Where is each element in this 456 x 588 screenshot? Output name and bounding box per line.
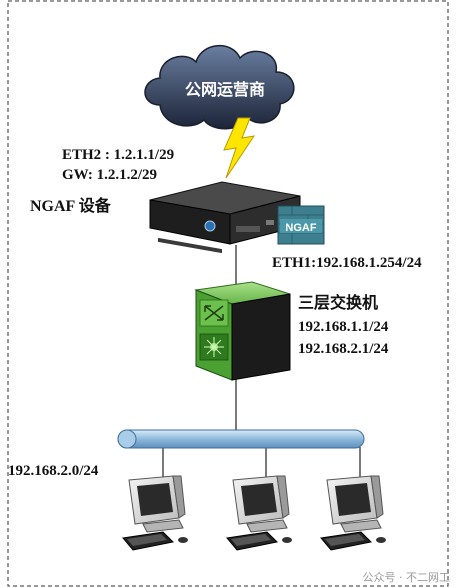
pc-3-icon (320, 475, 386, 551)
ngaf-badge-label: NGAF (285, 222, 317, 234)
lan-subnet-label: 192.168.2.0/24 (8, 463, 99, 479)
eth1-address-label: ETH1:192.168.1.254/24 (272, 255, 422, 271)
cloud-label: 公网运营商 (184, 80, 265, 99)
pc-1-icon (122, 475, 188, 551)
watermark: 公众号 · 不二网工 (362, 571, 451, 584)
gateway-address-label: GW: 1.2.1.2/29 (62, 167, 158, 183)
lightning-icon (223, 117, 256, 179)
l3-switch-label: 三层交换机 (298, 293, 379, 312)
ngaf-device-name: NGAF 设备 (30, 198, 111, 215)
pc-2-icon (226, 475, 292, 551)
ngaf-device-label: NGAF 设备 (30, 198, 111, 216)
lan-bus-icon (117, 429, 365, 449)
switch-ip-1-label: 192.168.1.1/24 (298, 319, 389, 335)
ngaf-firewall-icon (149, 181, 301, 254)
isp-cloud-icon (144, 44, 295, 130)
eth2-address-label: ETH2 : 1.2.1.1/29 (62, 147, 175, 163)
switch-ip-2-label: 192.168.2.1/24 (298, 341, 389, 357)
ngaf-badge-icon (277, 205, 325, 245)
diagram-border (7, 0, 449, 587)
l3-switch-icon (194, 281, 291, 381)
